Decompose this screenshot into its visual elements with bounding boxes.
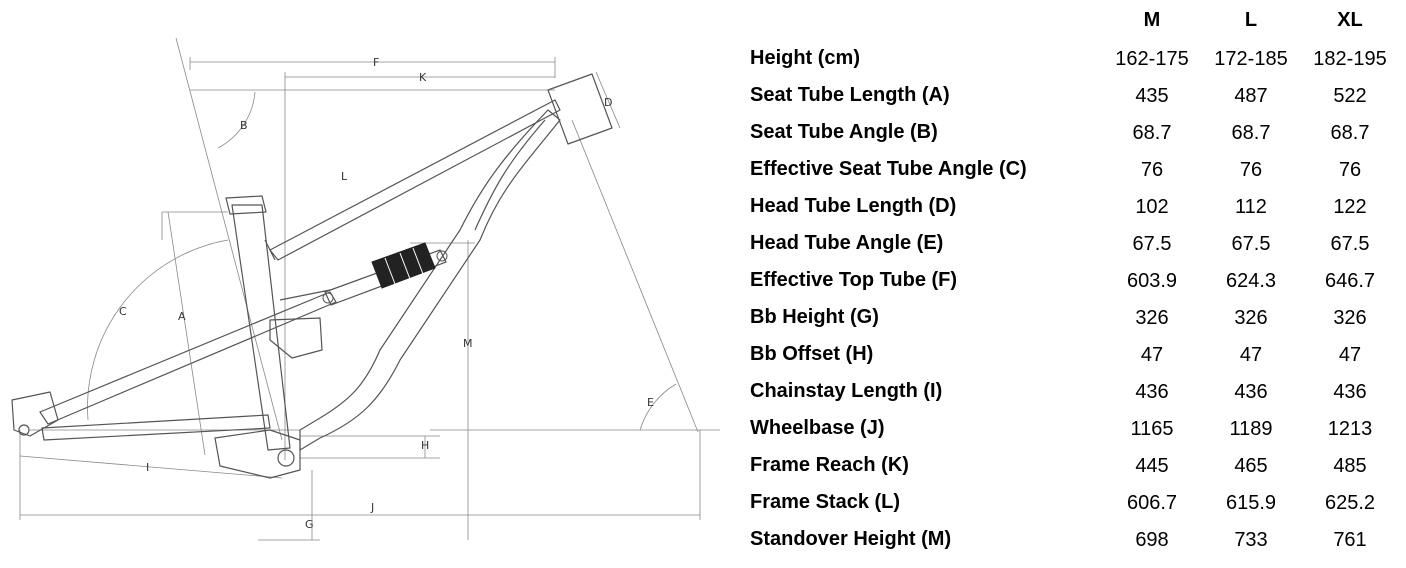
cell-l: 1189 (1229, 418, 1273, 440)
frame-geometry-diagram: F K D B L C A M E H I J G (11, 37, 720, 541)
cell-m: 698 (1135, 529, 1169, 551)
size-header-l: L (1244, 9, 1258, 31)
dim-label-i: I (146, 461, 149, 474)
cell-m: 1165 (1130, 418, 1174, 440)
cell-xl: 625.2 (1324, 492, 1376, 514)
cell-xl: 182-195 (1313, 48, 1387, 70)
cell-l: 76 (1239, 159, 1263, 181)
dim-label-f: F (373, 56, 379, 69)
table-row: Height (cm) 162-175 172-185 182-195 (742, 38, 1402, 75)
table-row: Effective Top Tube (F) 603.9 624.3 646.7 (742, 260, 1402, 297)
row-label: Standover Height (M) (750, 528, 952, 550)
dim-label-e: E (647, 396, 654, 409)
cell-xl: 47 (1338, 344, 1362, 366)
dim-label-m: M (463, 337, 473, 350)
row-label: Bb Offset (H) (750, 343, 874, 365)
row-label: Effective Seat Tube Angle (C) (750, 158, 1027, 180)
table-row: Seat Tube Length (A) 435 487 522 (742, 75, 1402, 112)
frame-outline (11, 73, 613, 479)
cell-l: 112 (1235, 196, 1267, 218)
cell-xl: 485 (1333, 455, 1367, 477)
table-row: Wheelbase (J) 1165 1189 1213 (742, 408, 1402, 445)
table-row: Head Tube Length (D) 102 112 122 (742, 186, 1402, 223)
dim-label-h: H (421, 439, 429, 452)
cell-l: 465 (1234, 455, 1268, 477)
dim-label-j: J (370, 501, 374, 514)
row-label: Head Tube Length (D) (750, 195, 957, 217)
cell-xl: 522 (1333, 85, 1367, 107)
dim-label-k: K (419, 71, 427, 84)
cell-m: 102 (1135, 196, 1169, 218)
cell-m: 76 (1140, 159, 1164, 181)
cell-m: 162-175 (1115, 48, 1189, 70)
table-row: Seat Tube Angle (B) 68.7 68.7 68.7 (742, 112, 1402, 149)
row-label: Bb Height (G) (750, 306, 879, 328)
cell-l: 67.5 (1231, 233, 1271, 255)
cell-m: 435 (1135, 85, 1169, 107)
cell-xl: 646.7 (1324, 270, 1376, 292)
table-header-row: M L XL (742, 0, 1402, 40)
cell-l: 624.3 (1225, 270, 1277, 292)
cell-m: 68.7 (1132, 122, 1172, 144)
row-label: Wheelbase (J) (750, 417, 885, 439)
dimension-guides (19, 37, 720, 541)
table-row: Bb Height (G) 326 326 326 (742, 297, 1402, 334)
table-row: Bb Offset (H) 47 47 47 (742, 334, 1402, 371)
dim-label-c: C (119, 305, 127, 318)
cell-l: 487 (1234, 85, 1268, 107)
cell-xl: 326 (1333, 307, 1367, 329)
dim-label-a: A (178, 310, 186, 323)
table-row: Frame Stack (L) 606.7 615.9 625.2 (742, 482, 1402, 519)
cell-l: 326 (1234, 307, 1268, 329)
dim-label-d: D (604, 96, 612, 109)
row-label: Frame Stack (L) (750, 491, 901, 513)
cell-xl: 761 (1333, 529, 1367, 551)
row-label: Head Tube Angle (E) (750, 232, 944, 254)
cell-m: 606.7 (1126, 492, 1178, 514)
cell-m: 47 (1140, 344, 1164, 366)
cell-m: 603.9 (1126, 270, 1178, 292)
cell-l: 68.7 (1231, 122, 1271, 144)
table-row: Effective Seat Tube Angle (C) 76 76 76 (742, 149, 1402, 186)
cell-m: 67.5 (1132, 233, 1172, 255)
cell-xl: 122 (1333, 196, 1367, 218)
cell-m: 436 (1135, 381, 1169, 403)
cell-l: 436 (1234, 381, 1268, 403)
row-label: Seat Tube Length (A) (750, 84, 950, 106)
cell-l: 733 (1234, 529, 1268, 551)
cell-l: 47 (1239, 344, 1263, 366)
cell-l: 172-185 (1214, 48, 1288, 70)
cell-xl: 67.5 (1330, 233, 1370, 255)
table-row: Standover Height (M) 698 733 761 (742, 519, 1402, 556)
table-row: Chainstay Length (I) 436 436 436 (742, 371, 1402, 408)
cell-xl: 436 (1333, 381, 1367, 403)
dim-label-l: L (341, 170, 348, 183)
row-label: Frame Reach (K) (750, 454, 909, 476)
rear-shock (322, 242, 448, 306)
row-label: Effective Top Tube (F) (750, 269, 958, 291)
cell-xl: 76 (1338, 159, 1362, 181)
table-row: Frame Reach (K) 445 465 485 (742, 445, 1402, 482)
cell-xl: 68.7 (1330, 122, 1370, 144)
row-label: Chainstay Length (I) (750, 380, 943, 402)
cell-xl: 1213 (1327, 418, 1373, 440)
size-header-m: M (1143, 9, 1161, 31)
dim-label-b: B (240, 119, 248, 132)
size-header-xl: XL (1337, 9, 1363, 31)
dim-label-g: G (305, 518, 314, 531)
cell-l: 615.9 (1225, 492, 1277, 514)
cell-m: 445 (1135, 455, 1169, 477)
row-label: Seat Tube Angle (B) (750, 121, 938, 143)
row-label: Height (cm) (750, 47, 860, 69)
cell-m: 326 (1135, 307, 1169, 329)
table-row: Head Tube Angle (E) 67.5 67.5 67.5 (742, 223, 1402, 260)
